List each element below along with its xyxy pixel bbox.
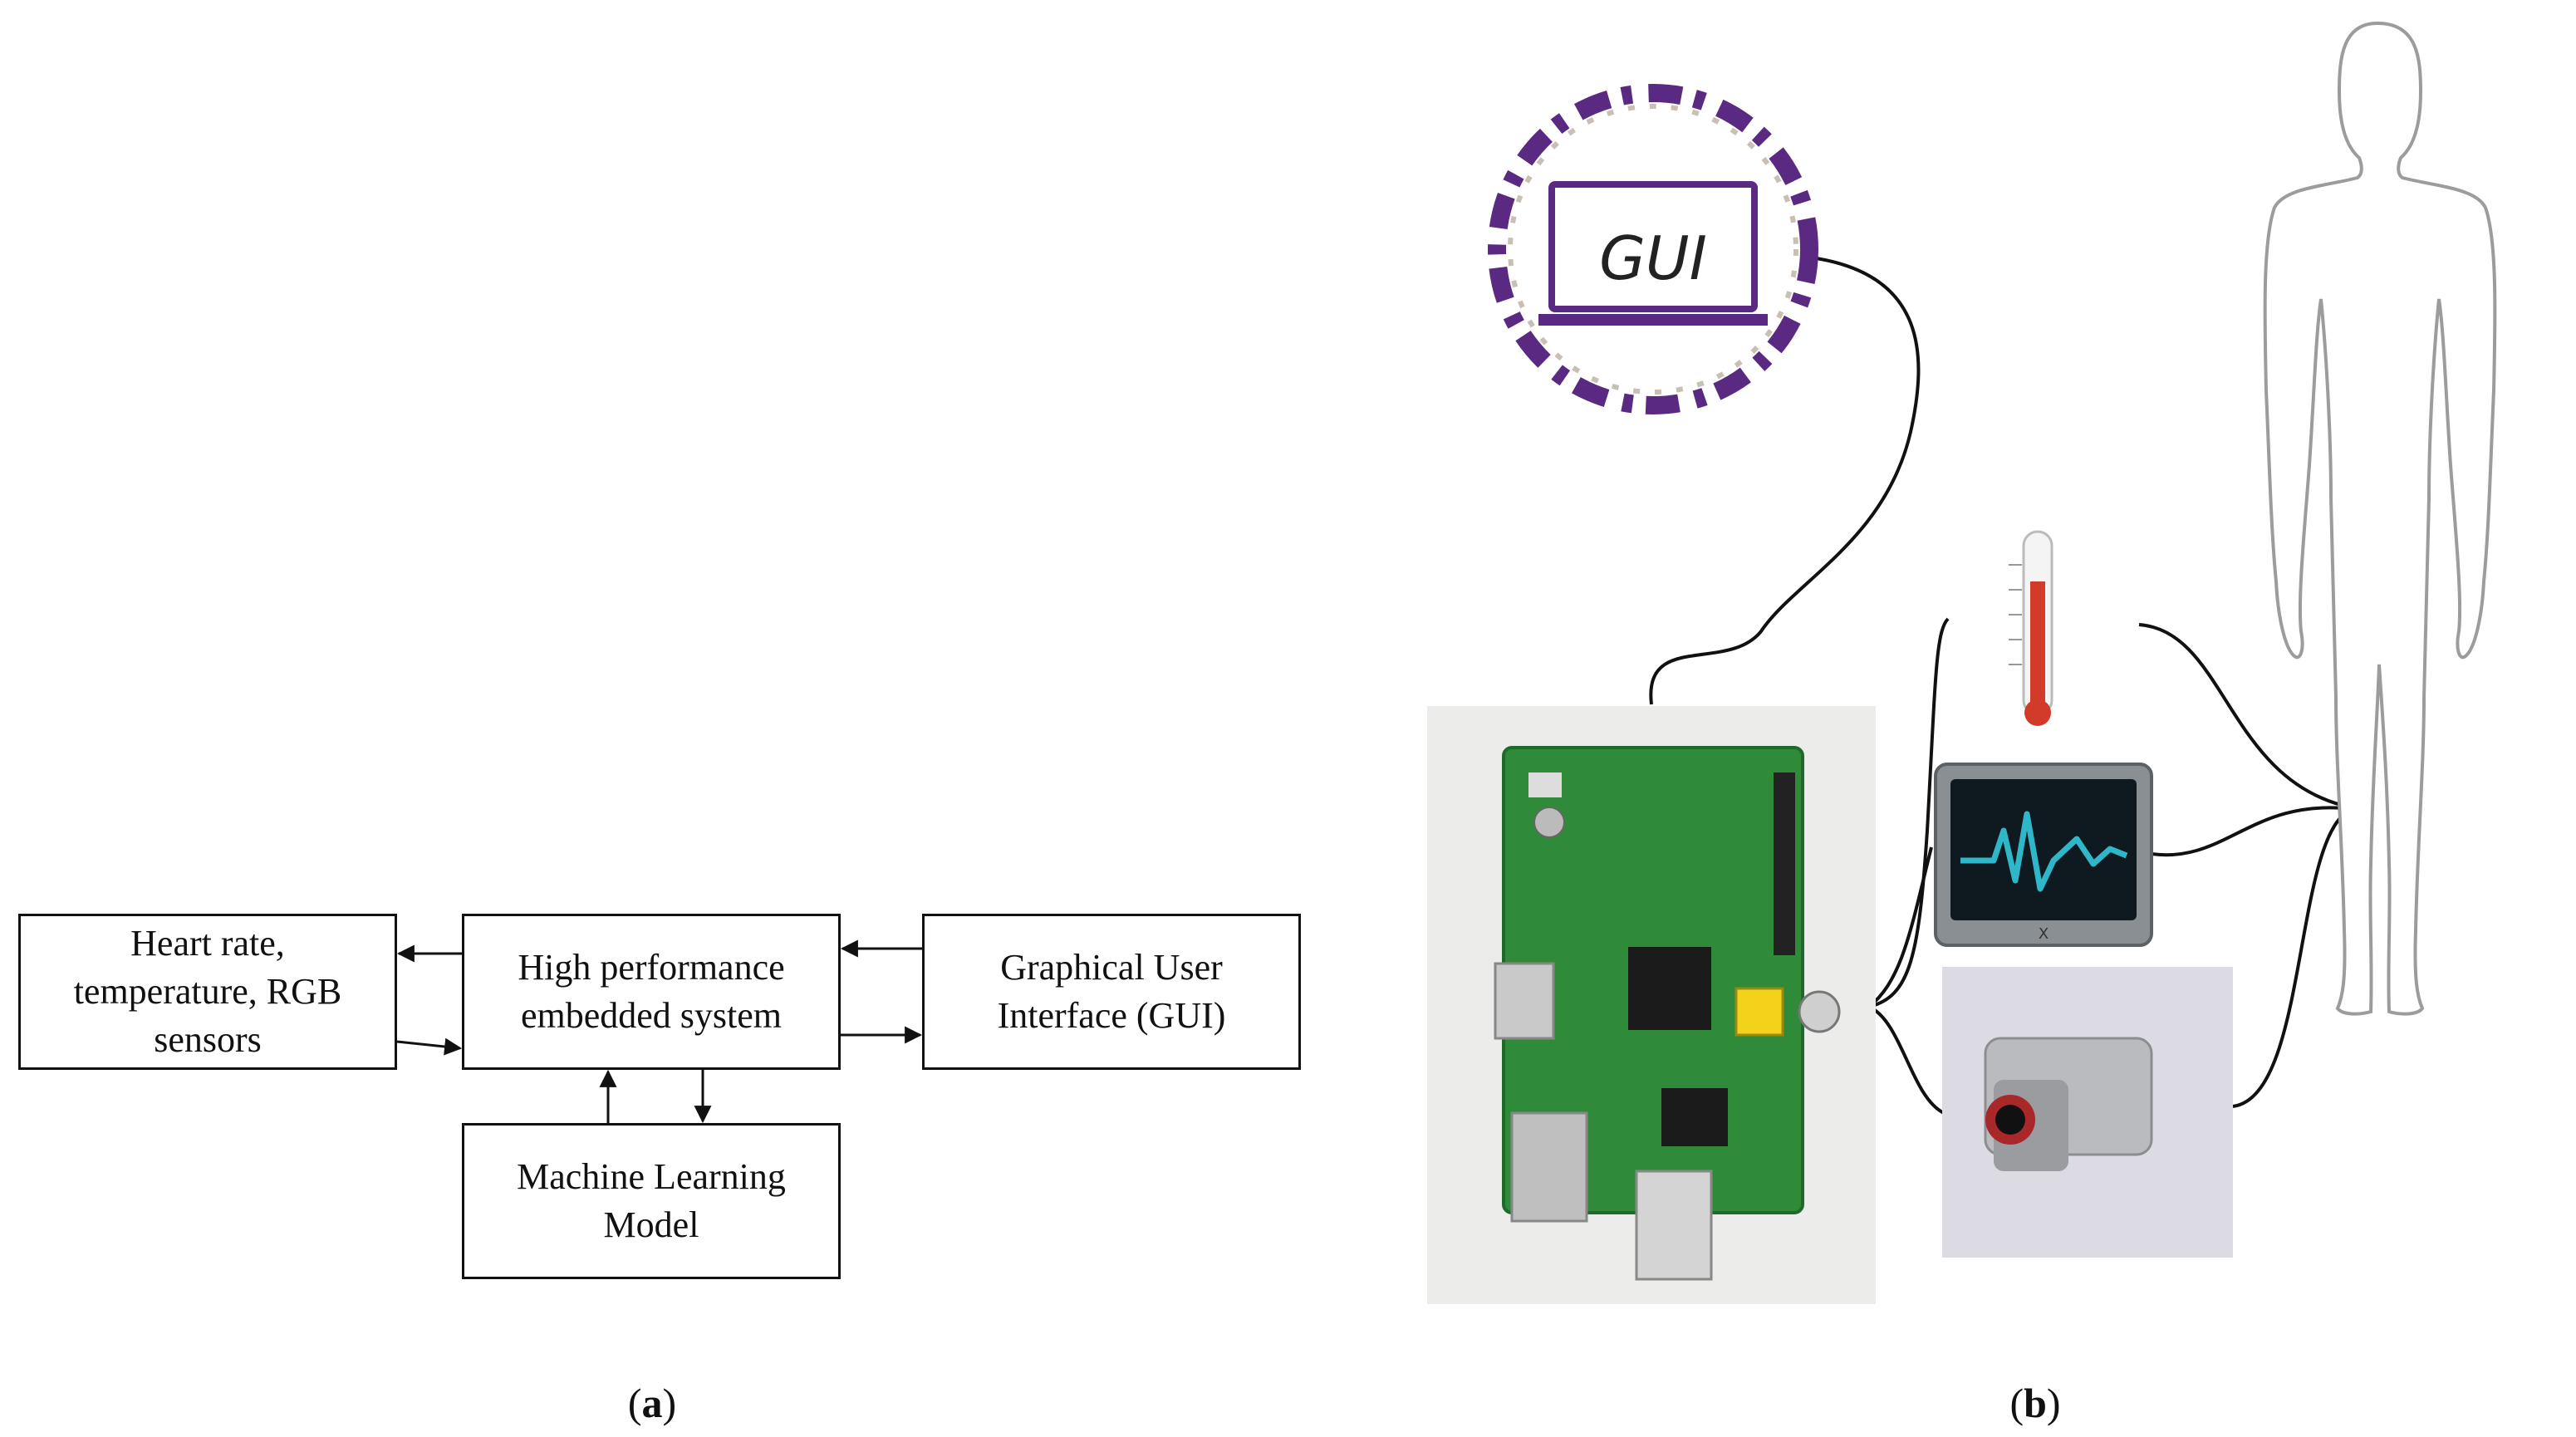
cable-monitor-to-body bbox=[2151, 806, 2353, 857]
sensors-block-label: Heart rate, temperature, RGB sensors bbox=[73, 923, 342, 1060]
sensors-block: Heart rate, temperature, RGB sensors bbox=[18, 914, 397, 1070]
thermometer-icon bbox=[2009, 530, 2053, 726]
board-hdmi-port bbox=[1494, 962, 1555, 1040]
laptop-screen-icon bbox=[1548, 181, 1758, 312]
caption-a: (a) bbox=[627, 1380, 677, 1426]
cables bbox=[1649, 256, 2353, 1115]
ml-model-block: Machine Learning Model bbox=[462, 1123, 841, 1279]
gui-block: Graphical User Interface (GUI) bbox=[922, 914, 1301, 1070]
hardware-illustration: GUI bbox=[1427, 21, 2497, 1304]
board-rca-jack bbox=[1735, 987, 1784, 1037]
cable-board-to-monitor bbox=[1867, 846, 1933, 1008]
board-sd-slot bbox=[1528, 772, 1562, 797]
caption-b: (b) bbox=[2009, 1380, 2061, 1426]
gui-block-label: Graphical User Interface (GUI) bbox=[997, 947, 1226, 1036]
panel-b-hardware-illustration: GUI bbox=[1329, 0, 2576, 1437]
arrow-sensors-to-embedded bbox=[396, 1037, 463, 1056]
board-ethernet-port bbox=[1510, 1111, 1588, 1223]
cable-board-to-color-sensor bbox=[1868, 1005, 1945, 1115]
board-gpio-header bbox=[1774, 772, 1795, 955]
laptop-base-icon bbox=[1538, 314, 1768, 326]
panel-a-block-diagram: Heart rate, temperature, RGB sensors Hig… bbox=[18, 914, 1301, 1426]
board-audio-jack bbox=[1798, 990, 1841, 1033]
cable-board-to-thermometer bbox=[1868, 617, 1950, 1008]
board-usb-port bbox=[1635, 1170, 1713, 1281]
svg-text:X: X bbox=[2039, 925, 2049, 943]
embedded-board-photo bbox=[1427, 706, 1876, 1304]
gui-badge-label: GUI bbox=[1599, 223, 1707, 293]
color-sensor-photo bbox=[1942, 967, 2233, 1258]
cable-thermometer-to-body bbox=[2138, 623, 2352, 809]
embedded-system-block: High performance embedded system bbox=[462, 914, 841, 1070]
human-body-outline bbox=[2263, 21, 2497, 1016]
board-chip-2 bbox=[1661, 1088, 1728, 1146]
board-capacitor bbox=[1533, 807, 1565, 838]
board-soc-chip bbox=[1628, 947, 1711, 1030]
heart-monitor-icon: X bbox=[1934, 763, 2153, 947]
ml-model-block-label: Machine Learning Model bbox=[517, 1156, 786, 1245]
cable-gui-to-board bbox=[1649, 256, 1921, 705]
gui-badge: GUI bbox=[1488, 84, 1818, 414]
block-diagram-arrows bbox=[396, 939, 923, 1124]
embedded-system-block-label: High performance embedded system bbox=[518, 947, 785, 1036]
cable-sensor-to-body bbox=[2232, 807, 2353, 1108]
